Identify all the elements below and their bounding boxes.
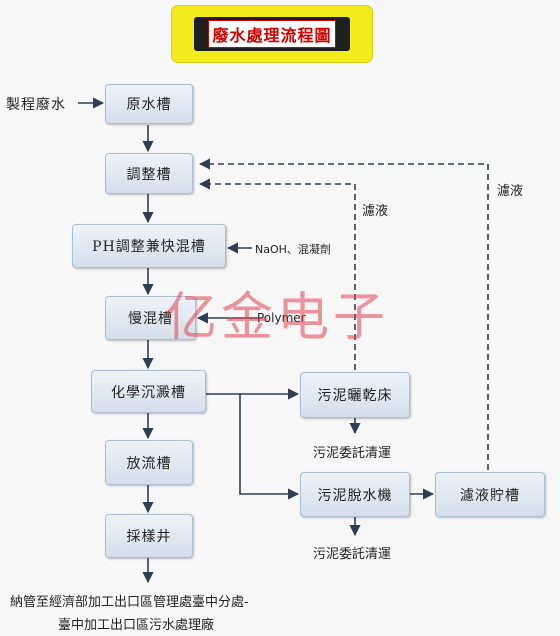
watermark: 亿金电子: [165, 288, 390, 348]
node-filtrate-tank: 濾液貯槽: [435, 472, 545, 517]
input-label: 製程廢水: [6, 97, 66, 113]
node-equalization-tank: 調整槽: [105, 153, 193, 194]
destination-line-2: 臺中加工出口區污水處理廠: [58, 618, 215, 633]
dashed-drying-to-eq: [198, 178, 356, 370]
title-frame: 廢水處理流程圖: [172, 6, 372, 62]
diagram-title: 廢水處理流程圖: [208, 20, 336, 48]
dashed-filtrate-to-eq: [198, 158, 489, 470]
node-discharge-tank: 放流槽: [105, 440, 193, 485]
sludge-outsource-label-2: 污泥委託清運: [313, 547, 392, 562]
polymer-label: Polymer: [257, 311, 306, 325]
node-slow-mix-tank: 慢混槽: [105, 296, 196, 340]
naoh-label: NaOH、混凝劑: [255, 243, 331, 256]
title-inner: 廢水處理流程圖: [194, 17, 350, 51]
arrow-chem-to-dewater: [239, 394, 300, 500]
sludge-outsource-label-1: 污泥委託清運: [313, 446, 392, 461]
node-sludge-drying-bed: 污泥曬乾床: [300, 372, 410, 418]
filtrate-label-1: 濾液: [362, 204, 389, 219]
filtrate-label-2: 濾液: [497, 184, 524, 199]
node-sludge-dewatering: 污泥脫水機: [300, 472, 410, 517]
node-chem-sedimentation-tank: 化學沉澱槽: [91, 370, 206, 413]
node-raw-tank: 原水槽: [105, 84, 193, 124]
node-ph-mix-tank: PH調整兼快混槽: [72, 224, 226, 268]
node-sampling-well: 採樣井: [105, 514, 193, 558]
destination-line-1: 納管至經濟部加工出口區管理處臺中分處-: [10, 595, 249, 610]
